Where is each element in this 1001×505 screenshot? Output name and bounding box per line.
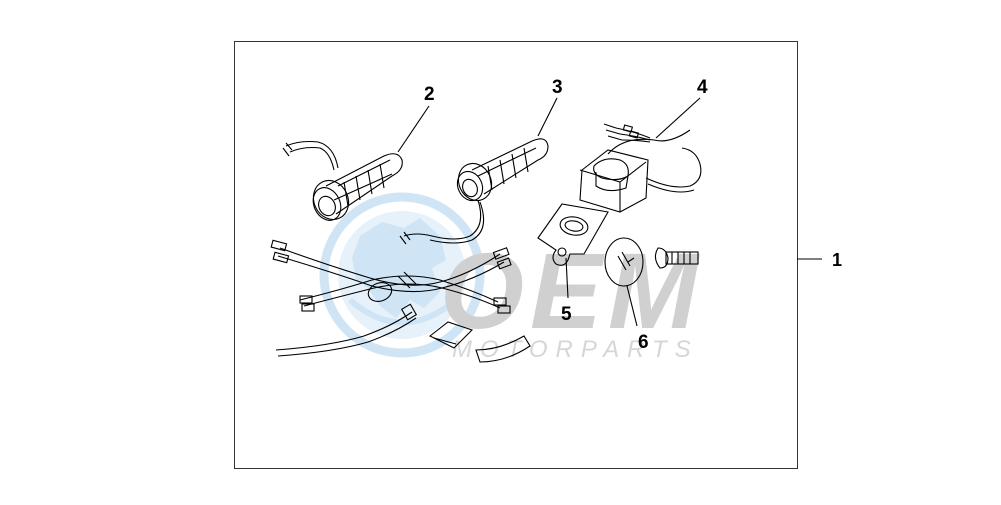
tape-part bbox=[428, 321, 531, 363]
callout-6: 6 bbox=[638, 332, 649, 353]
wire-harness-part bbox=[270, 239, 512, 357]
left-grip-part bbox=[282, 105, 430, 221]
watermark-globe bbox=[319, 192, 485, 358]
callout-2: 2 bbox=[424, 84, 435, 105]
watermark: OEM MOTORPARTS bbox=[319, 192, 704, 363]
switch-unit-part bbox=[579, 97, 702, 213]
callout-4: 4 bbox=[697, 77, 708, 98]
mounting-plate-part bbox=[537, 203, 609, 299]
callout-5: 5 bbox=[561, 304, 572, 325]
watermark-sub-text: MOTORPARTS bbox=[452, 336, 699, 363]
callout-1: 1 bbox=[832, 250, 842, 270]
callout-3: 3 bbox=[552, 77, 563, 98]
watermark-logo-text: OEM bbox=[440, 230, 704, 351]
watermark-logo: OEM MOTORPARTS bbox=[440, 230, 704, 363]
right-grip-part bbox=[399, 97, 558, 245]
diagram-frame bbox=[234, 41, 798, 469]
cap-bolt-part bbox=[604, 237, 699, 327]
